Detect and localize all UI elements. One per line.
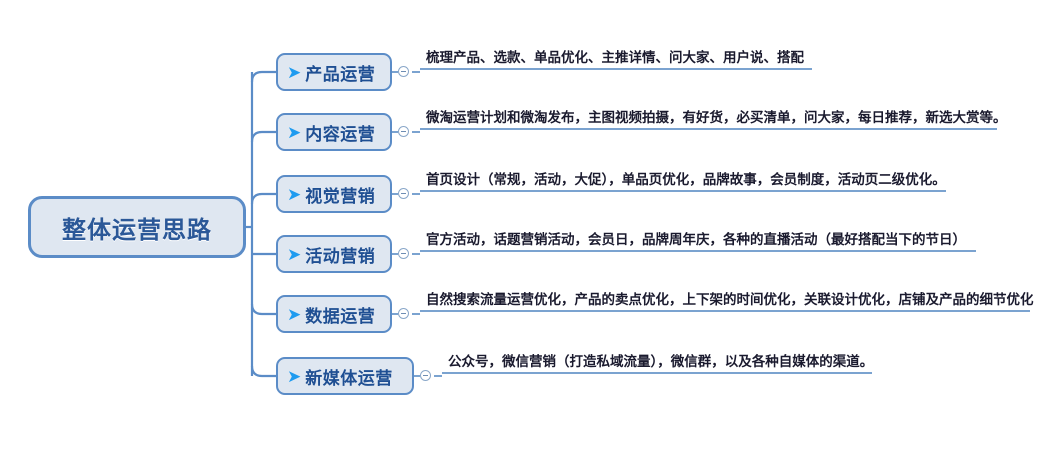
elbow-connector-6 xyxy=(250,365,276,378)
branch-node-label-6: 新媒体运营 xyxy=(305,368,393,388)
branch-description-3: 首页设计（常规，活动，大促），单品页优化，品牌故事，会员制度，活动页二级优化。 xyxy=(420,168,946,192)
elbow-connector-5 xyxy=(250,303,276,316)
branch-description-rule-5 xyxy=(420,310,1030,312)
branch-node-2[interactable]: ➤ 内容运营 xyxy=(276,113,392,151)
branch-description-text-2: 微淘运营计划和微淘发布，主图视频拍摄，有好货，必买清单，问大家，每日推荐，新选大… xyxy=(426,110,1007,125)
branch-node-label-2: 内容运营 xyxy=(305,124,376,144)
collapse-toggle-6[interactable] xyxy=(420,370,431,381)
branch-description-text-6: 公众号，微信营销（打造私域流量），微信群，以及各种自媒体的渠道。 xyxy=(448,354,874,369)
branch-description-rule-4 xyxy=(420,250,976,252)
branch-description-text-3: 首页设计（常规，活动，大促），单品页优化，品牌故事，会员制度，活动页二级优化。 xyxy=(426,172,946,187)
branch-description-text-5: 自然搜索流量运营优化，产品的卖点优化，上下架的时间优化，关联设计优化，店铺及产品… xyxy=(426,292,1034,307)
branch-node-label-5: 数据运营 xyxy=(305,306,376,326)
branch-description-5: 自然搜索流量运营优化，产品的卖点优化，上下架的时间优化，关联设计优化，店铺及产品… xyxy=(420,288,1034,312)
root-node-label: 整体运营思路 xyxy=(62,216,212,244)
branch-description-rule-2 xyxy=(420,128,997,130)
arrow-right-icon: ➤ xyxy=(287,304,302,324)
branch-description-rule-6 xyxy=(442,372,872,374)
branch-description-rule-1 xyxy=(420,68,812,70)
elbow-connector-3 xyxy=(250,192,276,205)
collapse-toggle-4[interactable] xyxy=(398,248,409,259)
branch-description-text-1: 梳理产品、选款、单品优化、主推详情、问大家、用户说、搭配 xyxy=(426,50,804,65)
branch-description-2: 微淘运营计划和微淘发布，主图视频拍摄，有好货，必买清单，问大家，每日推荐，新选大… xyxy=(420,106,1007,130)
collapse-toggle-3[interactable] xyxy=(398,188,409,199)
branch-node-label-3: 视觉营销 xyxy=(305,186,376,206)
arrow-right-icon: ➤ xyxy=(287,244,302,264)
arrow-right-icon: ➤ xyxy=(287,122,302,142)
elbow-connector-1 xyxy=(250,70,276,83)
elbow-connector-2 xyxy=(250,130,276,143)
collapse-toggle-5[interactable] xyxy=(398,308,409,319)
branch-node-label-4: 活动营销 xyxy=(305,246,376,266)
branch-description-1: 梳理产品、选款、单品优化、主推详情、问大家、用户说、搭配 xyxy=(420,46,812,70)
branch-node-label-1: 产品运营 xyxy=(305,64,376,84)
branch-node-5[interactable]: ➤ 数据运营 xyxy=(276,295,392,333)
branch-node-1[interactable]: ➤ 产品运营 xyxy=(276,53,392,91)
branch-description-text-4: 官方活动，话题营销活动，会员日，品牌周年庆，各种的直播活动（最好搭配当下的节日） xyxy=(426,232,966,247)
collapse-toggle-2[interactable] xyxy=(398,126,409,137)
arrow-right-icon: ➤ xyxy=(287,62,302,82)
branch-description-rule-3 xyxy=(420,190,946,192)
branch-node-3[interactable]: ➤ 视觉营销 xyxy=(276,175,392,213)
arrow-right-icon: ➤ xyxy=(287,366,302,386)
branch-description-6: 公众号，微信营销（打造私域流量），微信群，以及各种自媒体的渠道。 xyxy=(442,350,874,374)
collapse-toggle-1[interactable] xyxy=(398,66,409,77)
branch-description-4: 官方活动，话题营销活动，会员日，品牌周年庆，各种的直播活动（最好搭配当下的节日） xyxy=(420,228,976,252)
arrow-right-icon: ➤ xyxy=(287,184,302,204)
branch-node-6[interactable]: ➤ 新媒体运营 xyxy=(276,357,414,395)
branch-node-4[interactable]: ➤ 活动营销 xyxy=(276,235,392,273)
root-node[interactable]: 整体运营思路 xyxy=(28,196,246,258)
